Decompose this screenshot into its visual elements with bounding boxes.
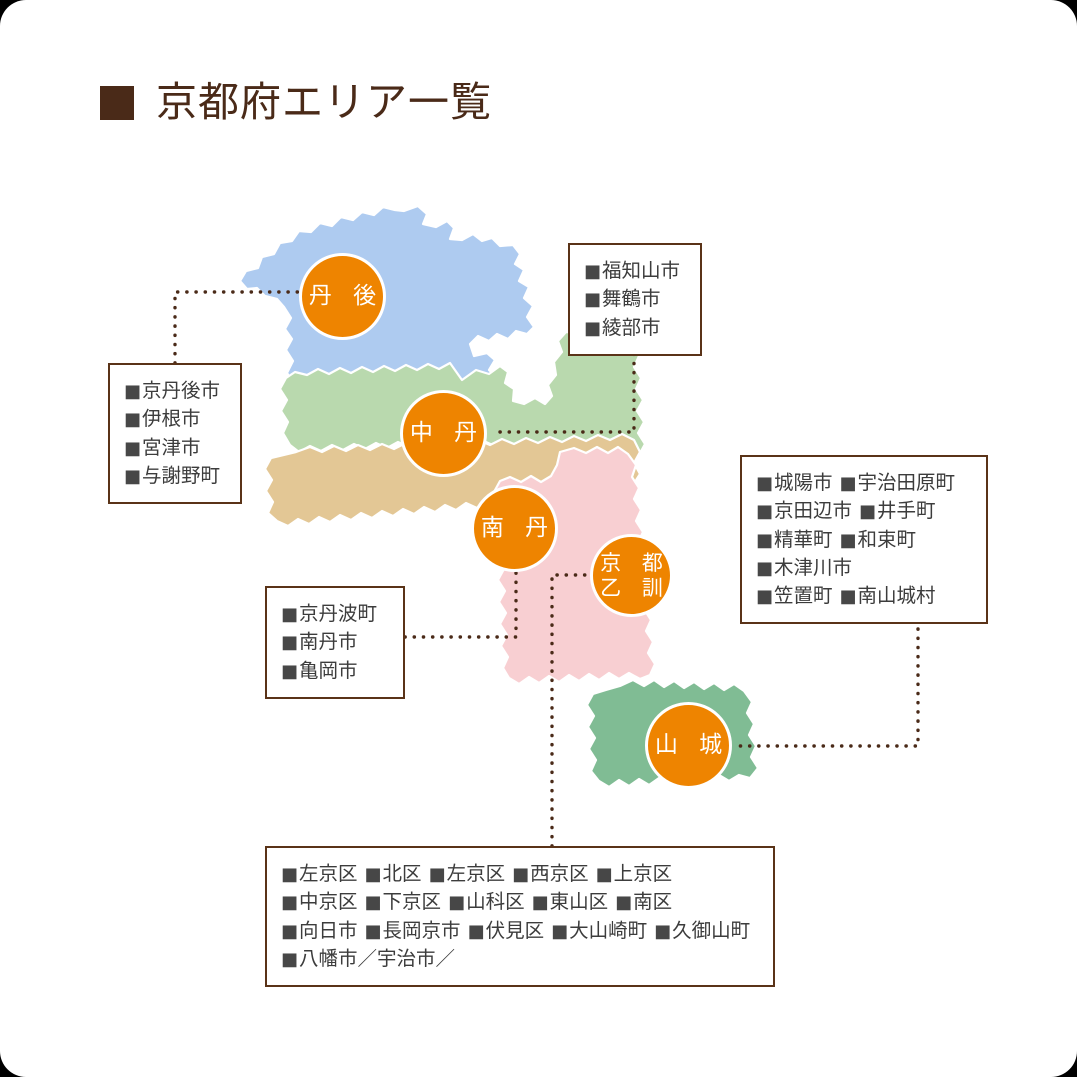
list-line: 笠置町南山城村 (756, 582, 972, 610)
list-item: 宇治田原町 (840, 471, 956, 494)
list-item: 福知山市 (584, 259, 680, 282)
list-item: 左京区 (429, 862, 506, 885)
list-item: 与謝野町 (124, 464, 220, 487)
area-circle-nantan[interactable]: 南 丹 (471, 485, 558, 572)
area-circle-chutan-label: 中 丹 (409, 420, 485, 447)
list-item: 京田辺市 (756, 499, 852, 522)
list-line: 木津川市 (756, 554, 972, 582)
list-item: 左京区 (281, 862, 358, 885)
area-circle-yamashiro[interactable]: 山 城 (645, 702, 732, 789)
list-item: 伊根市 (124, 407, 201, 430)
list-item: 綾部市 (584, 316, 661, 339)
list-item: 中京区 (281, 890, 358, 913)
page-title-text: 京都府エリア一覧 (156, 78, 492, 126)
list-item: 宮津市 (124, 436, 201, 459)
list-item: 亀岡市 (281, 659, 358, 682)
list-item: 木津川市 (756, 556, 852, 579)
list-line: 城陽市宇治田原町 (756, 469, 972, 497)
connector-kyoto-otokuni (550, 573, 590, 848)
list-item: 大山崎町 (551, 919, 647, 942)
page-title: 京都府エリア一覧 (100, 82, 492, 123)
list-line: 京丹波町 (281, 600, 389, 628)
chutan-list-box: 福知山市 舞鶴市 綾部市 (568, 243, 702, 356)
list-item: 山科区 (448, 890, 525, 913)
connector-yamashiro (731, 627, 920, 748)
list-item: 和束町 (840, 528, 917, 551)
list-line: 伊根市 (124, 405, 226, 433)
area-circle-kyoto-label-line2: 乙 訓 (600, 575, 670, 600)
list-line: 宮津市 (124, 434, 226, 462)
list-item: 南区 (615, 890, 672, 913)
area-circle-kyoto-otokuni[interactable]: 京 都 乙 訓 (590, 534, 673, 617)
list-line: 向日市長岡京市伏見区大山崎町久御山町 (281, 917, 759, 945)
list-item: 笠置町 (756, 584, 833, 607)
list-line: 南丹市 (281, 628, 389, 656)
area-circle-tango[interactable]: 丹 後 (299, 253, 386, 340)
list-item: 京丹波町 (281, 602, 377, 625)
tango-list-box: 京丹後市 伊根市 宮津市 与謝野町 (108, 363, 242, 505)
list-item: 東山区 (532, 890, 609, 913)
list-item: 南山城村 (840, 584, 936, 607)
list-item: 上京区 (596, 862, 673, 885)
list-item: 京丹後市 (124, 379, 220, 402)
yamashiro-list-box: 城陽市宇治田原町 京田辺市井手町 精華町和束町 木津川市 笠置町南山城村 (740, 455, 988, 625)
map-region-tango (238, 204, 536, 408)
nantan-list-box: 京丹波町 南丹市 亀岡市 (265, 586, 405, 699)
list-line: 精華町和束町 (756, 526, 972, 554)
area-circle-chutan[interactable]: 中 丹 (400, 390, 487, 477)
list-item: 南丹市 (281, 630, 358, 653)
list-item: 向日市 (281, 919, 358, 942)
list-item: 西京区 (512, 862, 589, 885)
list-item: 井手町 (859, 499, 936, 522)
list-line: 京丹後市 (124, 377, 226, 405)
list-line: 京田辺市井手町 (756, 497, 972, 525)
kyoto-otokuni-list-box: 左京区北区左京区西京区上京区 中京区下京区山科区東山区南区 向日市長岡京市伏見区… (265, 846, 775, 988)
area-circle-tango-label: 丹 後 (308, 283, 384, 310)
connector-chutan (492, 343, 636, 434)
area-circle-kyoto-label-line1: 京 都 (600, 551, 670, 576)
list-line: 亀岡市 (281, 657, 389, 685)
list-line: 与謝野町 (124, 462, 226, 490)
connector-nantan (403, 570, 518, 639)
list-item: 八幡市／宇治市／ (281, 947, 455, 970)
list-line: 左京区北区左京区西京区上京区 (281, 860, 759, 888)
list-item: 精華町 (756, 528, 833, 551)
area-circle-nantan-label: 南 丹 (480, 515, 556, 542)
list-item: 舞鶴市 (584, 287, 661, 310)
square-bullet-icon (100, 85, 134, 120)
list-line: 舞鶴市 (584, 285, 686, 313)
list-line: 中京区下京区山科区東山区南区 (281, 888, 759, 916)
connector-tango (173, 290, 302, 365)
list-item: 久御山町 (654, 919, 750, 942)
list-item: 下京区 (365, 890, 442, 913)
list-item: 長岡京市 (365, 919, 461, 942)
area-circle-yamashiro-label: 山 城 (654, 732, 730, 759)
list-line: 綾部市 (584, 314, 686, 342)
list-item: 伏見区 (468, 919, 545, 942)
list-item: 北区 (365, 862, 422, 885)
list-item: 城陽市 (756, 471, 833, 494)
list-line: 福知山市 (584, 257, 686, 285)
list-line: 八幡市／宇治市／ (281, 945, 759, 973)
